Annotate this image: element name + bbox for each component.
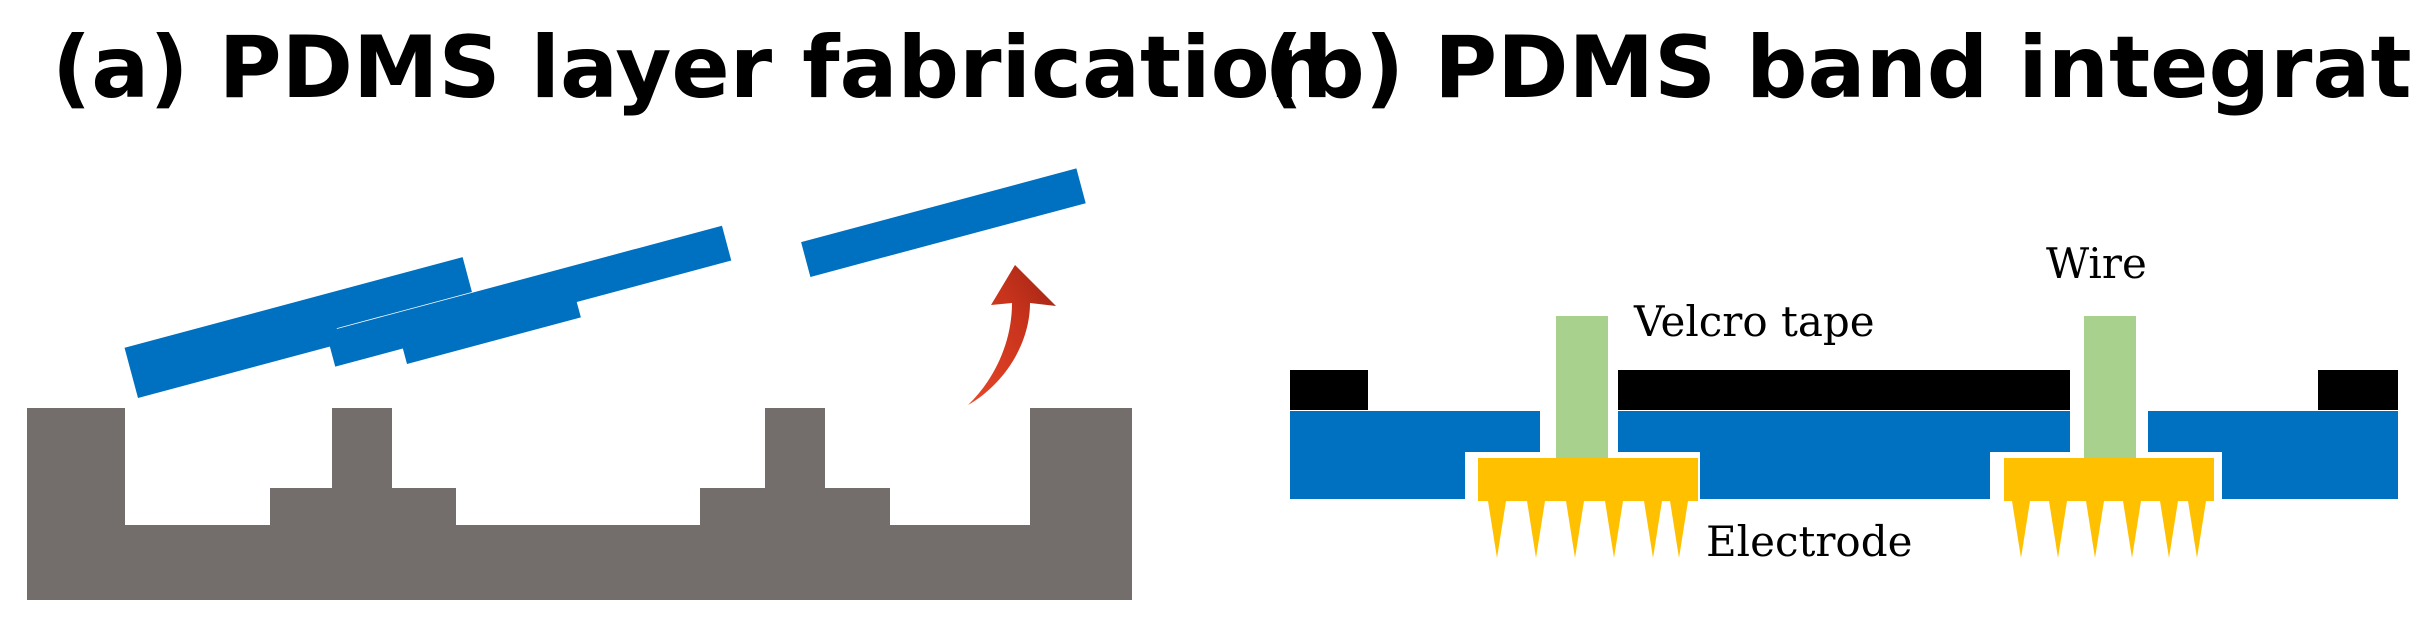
velcro-right (2318, 370, 2398, 410)
velcro-tape (1290, 370, 2398, 410)
pdms-band-center (1618, 411, 2070, 499)
velcro-center (1618, 370, 2070, 410)
panel-a-title: (a) PDMS layer fabrication (52, 18, 1331, 118)
panel-b-title: (b) PDMS band integration (1264, 18, 2411, 118)
pdms-band-right (2148, 411, 2398, 499)
electrode-left (1478, 458, 1698, 558)
velcro-left (1290, 370, 1368, 410)
label-velcro-tape: Velcro tape (1633, 297, 1875, 346)
electrodes (1478, 458, 2214, 558)
wire-right (2084, 316, 2136, 458)
pdms-band (1290, 411, 2398, 499)
peel-arrow-icon (968, 265, 1056, 405)
mold (27, 408, 1132, 600)
pdms-segment-3 (801, 168, 1086, 277)
pdms-segment-1 (124, 257, 472, 398)
electrode-right (2004, 458, 2214, 558)
panel-b: Velcro tape Wire Electrode (1290, 239, 2398, 566)
label-wire: Wire (2046, 239, 2147, 288)
label-electrode: Electrode (1706, 517, 1912, 566)
wires (1556, 316, 2136, 458)
pdms-band-left (1290, 411, 1540, 499)
pdms-segment-2 (325, 225, 732, 367)
panel-a (27, 168, 1132, 600)
wire-left (1556, 316, 1608, 458)
pdms-layer-peeled (124, 168, 1086, 398)
